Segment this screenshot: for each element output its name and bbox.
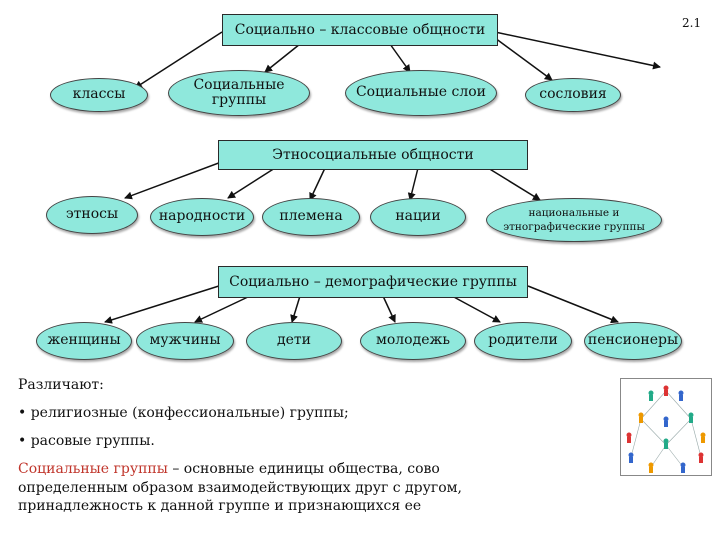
node-youth: молодежь [360,322,466,360]
arrow-2-4 [407,167,419,201]
arrow-1-4 [494,37,553,81]
definition-term: Социальные группы [18,460,168,477]
arrow-3-2 [194,295,251,323]
section-title-social-class: Социально – классовые общности [222,14,498,46]
arrow-1-3 [389,43,411,73]
arrow-1-5 [494,31,661,70]
notes-bullet-racial: • расовые группы. [18,432,155,449]
node-national-ethnographic-groups: национальные и этнографические группы [486,198,662,242]
node-women: женщины [36,322,132,360]
arrow-3-4 [382,295,396,323]
arrow-1-2 [264,43,301,73]
definition-rest: – основные единицы общества, сово опреде… [18,460,462,515]
arrow-3-1 [104,284,223,324]
notes-definition: Социальные группы – основные единицы общ… [18,460,478,517]
people-network-icon [620,378,712,476]
arrow-2-5 [487,167,541,201]
node-parents: родители [474,322,572,360]
section-title-ethnosocial: Этносоциальные общности [218,140,528,170]
node-children: дети [246,322,342,360]
arrow-3-5 [451,295,501,323]
arrow-2-3 [309,167,326,201]
notes-bullet-religious: • религиозные (конфессиональные) группы; [18,404,349,421]
arrow-3-6 [527,285,619,324]
node-tribes: племена [262,198,360,236]
slide-number: 2.1 [682,16,702,30]
arrow-2-1 [124,157,233,200]
people-network-graphic [626,385,706,473]
section-title-demographic: Социально – демографические группы [218,266,528,298]
arrow-2-2 [227,167,276,199]
node-pensioners: пенсионеры [584,322,682,360]
node-nations: нации [370,198,466,236]
node-social-layers: Социальные слои [345,70,497,116]
notes-text: Различают: • религиозные (конфессиональн… [18,376,478,525]
notes-intro: Различают: [18,377,104,393]
node-men: мужчины [136,322,234,360]
arrow-1-1 [134,31,223,89]
node-estates: сословия [525,78,621,112]
node-social-groups: Социальные группы [168,70,310,116]
node-classes: классы [50,78,148,112]
node-ethnoses: этносы [46,196,138,234]
node-nationalities: народности [150,198,254,236]
arrow-3-3 [290,295,301,323]
